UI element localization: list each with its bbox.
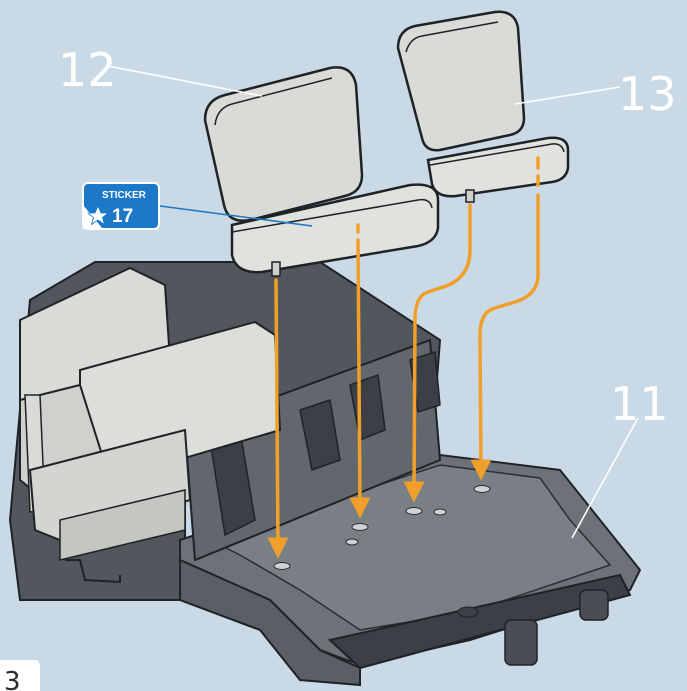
arrow-seat12-right-peg xyxy=(358,225,360,508)
sticker-badge: STICKER 17 xyxy=(83,183,159,229)
part-label-13: 13 xyxy=(618,67,677,121)
sticker-label: STICKER xyxy=(102,190,147,201)
page-number-tab: 3 xyxy=(0,660,40,691)
part-label-11: 11 xyxy=(610,377,669,431)
arrow-seat12-left-peg xyxy=(276,280,278,548)
page-number: 3 xyxy=(4,667,21,691)
sticker-number: 17 xyxy=(112,206,133,227)
part-label-12: 12 xyxy=(58,43,117,97)
